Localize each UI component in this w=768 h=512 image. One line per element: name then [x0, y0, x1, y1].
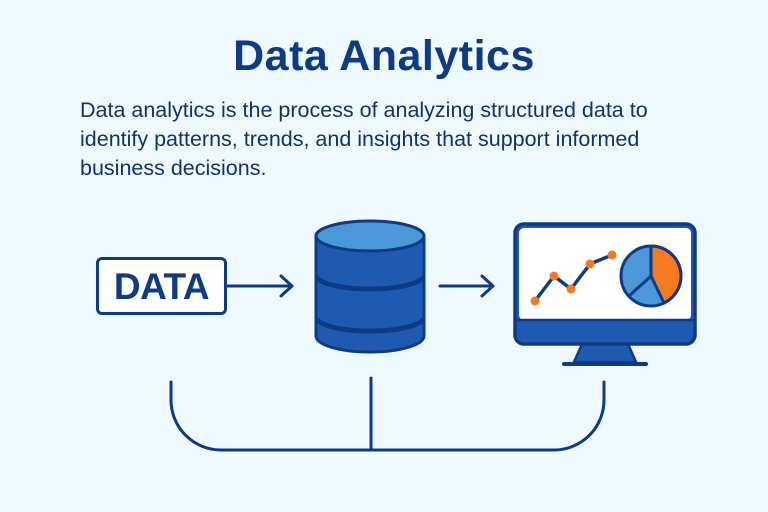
- page-title: Data Analytics: [233, 32, 535, 80]
- description-line-3: business decisions.: [80, 156, 267, 180]
- arrow-right-icon: [225, 274, 294, 298]
- line-chart-icon: [530, 250, 617, 306]
- monitor-chart-icon: [513, 222, 697, 366]
- data-label-box: DATA: [96, 257, 227, 315]
- bracket-connector: [169, 376, 606, 452]
- pie-chart-icon: [619, 244, 683, 308]
- arrow-right-icon: [438, 274, 495, 298]
- description-line-1: Data analytics is the process of analyzi…: [80, 98, 648, 122]
- database-icon: [314, 219, 426, 354]
- description: Data analytics is the process of analyzi…: [80, 96, 720, 183]
- description-line-2: identify patterns, trends, and insights …: [80, 127, 640, 151]
